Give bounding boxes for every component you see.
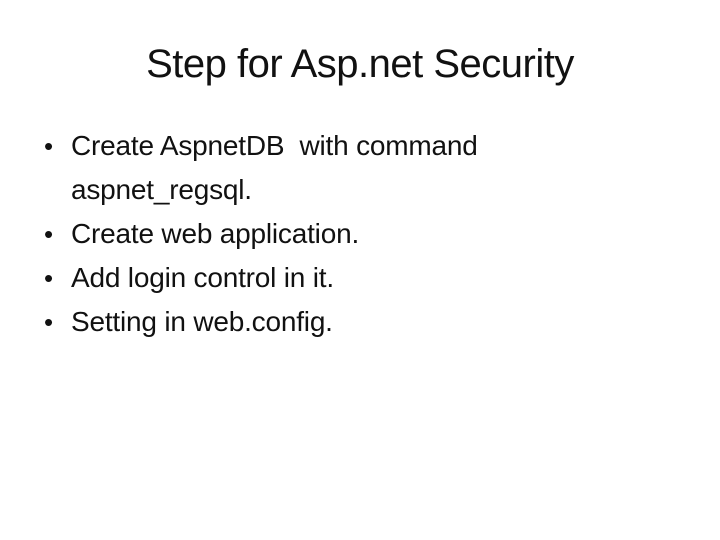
bullet-icon: • xyxy=(44,131,54,161)
bullet-text: Setting in web.config. xyxy=(71,300,604,344)
bullet-line: Create AspnetDB with command xyxy=(71,130,478,161)
bullet-icon: • xyxy=(44,263,54,293)
bullet-text: Create AspnetDB with command aspnet_regs… xyxy=(71,124,604,212)
bullet-line: Setting in web.config. xyxy=(71,306,333,337)
list-item: • Create AspnetDB with command aspnet_re… xyxy=(44,124,604,212)
list-item: • Create web application. xyxy=(44,212,604,256)
list-item: • Setting in web.config. xyxy=(44,300,604,344)
bullet-line: Create web application. xyxy=(71,218,360,249)
bullet-text: Add login control in it. xyxy=(71,256,604,300)
bullet-icon: • xyxy=(44,219,54,249)
bullet-text: Create web application. xyxy=(71,212,604,256)
list-item: • Add login control in it. xyxy=(44,256,604,300)
bullet-list: • Create AspnetDB with command aspnet_re… xyxy=(44,124,604,344)
bullet-icon: • xyxy=(44,307,54,337)
bullet-line: aspnet_regsql. xyxy=(71,174,252,205)
bullet-line: Add login control in it. xyxy=(71,262,334,293)
slide-title: Step for Asp.net Security xyxy=(146,42,574,86)
